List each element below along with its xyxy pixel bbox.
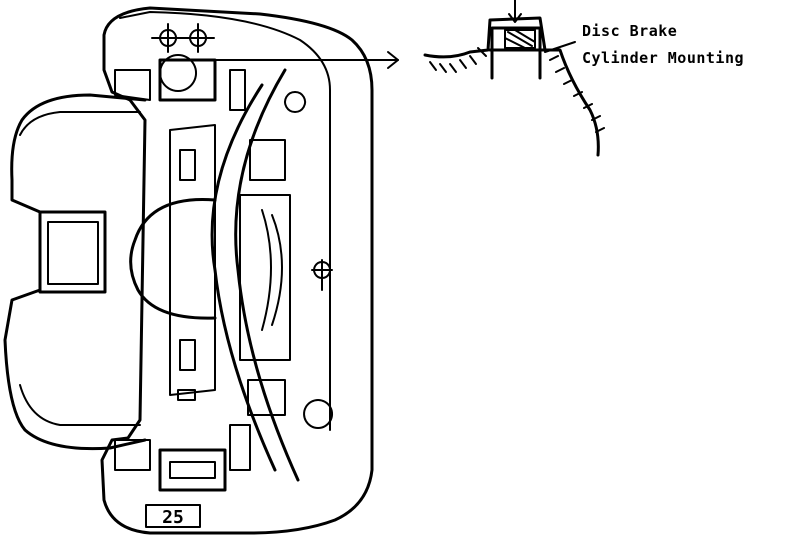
callout-label-line-1: Disc Brake xyxy=(582,22,678,40)
lower-mount xyxy=(114,424,251,492)
stamp-number: 25 xyxy=(162,507,184,528)
caliper-bridge xyxy=(210,68,300,482)
upper-mount xyxy=(114,23,246,111)
reference-marks xyxy=(303,259,334,429)
callout-label-line-2: Cylinder Mounting xyxy=(582,49,745,67)
figure-stamp: 25 xyxy=(145,504,201,528)
piston-housing xyxy=(3,93,147,451)
mount-detail-view xyxy=(423,0,605,157)
callout-arrow xyxy=(199,51,399,69)
piston-dome xyxy=(129,124,217,401)
